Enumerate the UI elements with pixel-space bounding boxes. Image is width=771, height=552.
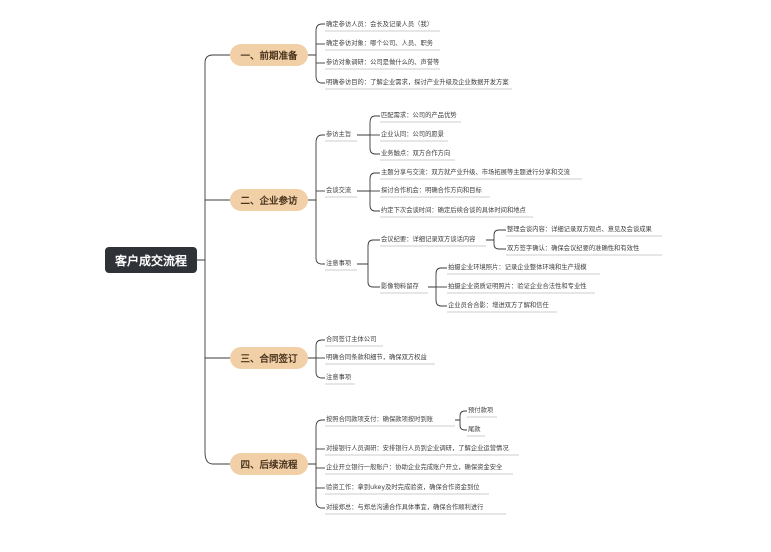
leaf-node[interactable]: 探讨合作机会：明确合作方向和目标 [381, 187, 482, 194]
leaf-node[interactable]: 拍摄企业资质证明照片：验证企业合法性和专业性 [448, 283, 587, 290]
leaf-node[interactable]: 尾款 [468, 426, 481, 433]
group-node[interactable]: 参访主旨 [326, 131, 352, 138]
leaf-node[interactable]: 企业员合合影：增进双方了解和信任 [448, 302, 549, 309]
leaf-node[interactable]: 确定参访对象：哪个公司、人员、职务 [326, 40, 434, 47]
root-node[interactable]: 客户成交流程 [105, 247, 197, 273]
leaf-node[interactable]: 明确合同条款和细节，确保双方权益 [326, 354, 427, 361]
leaf-node[interactable]: 明确参访目的：了解企业需求，探讨产业升级及企业数据开发方案 [326, 79, 509, 86]
group-node[interactable]: 会谈交流 [326, 187, 352, 194]
leaf-node[interactable]: 合同签订主体公司 [326, 336, 377, 343]
leaf-node[interactable]: 匹配需求：公司的产品优势 [381, 112, 457, 119]
leaf-node[interactable]: 拍摄企业环境照片：记录企业整体环境和生产规模 [448, 264, 587, 271]
leaf-node[interactable]: 对接郑总：与郑总沟通合作具体事宜，确保合作顺利进行 [326, 504, 484, 511]
leaf-node[interactable]: 业务触点：双方合作方向 [381, 150, 451, 157]
leaf-node[interactable]: 整理会谈内容：详细记录双方观点、意见及会谈成果 [507, 226, 652, 233]
leaf-node[interactable]: 对接银行人员调研：安排银行人员到企业调研，了解企业运营情况 [326, 445, 509, 452]
branch-preparation[interactable]: 一、前期准备 [230, 44, 308, 66]
subgroup-node[interactable]: 会议纪要：详细记录双方谈话内容 [381, 236, 476, 243]
branch-follow-up[interactable]: 四、后续流程 [230, 453, 308, 475]
leaf-node[interactable]: 预付款项 [468, 407, 494, 414]
leaf-node[interactable]: 主题分享与交流：双方就产业升级、市场拓展等主题进行分享和交流 [381, 169, 570, 176]
leaf-node[interactable]: 企业认同：公司的愿景 [381, 131, 444, 138]
leaf-node[interactable]: 双方签字确认：确保会议纪要的准确性和有效性 [507, 245, 640, 252]
leaf-node[interactable]: 企业开立银行一般账户：协助企业完成账户开立，确保资金安全 [326, 464, 503, 471]
leaf-node[interactable]: 验资工作：拿到ukey及时完成验资，确保合作资金到位 [326, 484, 480, 491]
leaf-node[interactable]: 确定参访人员：会长及记录人员（我） [326, 21, 434, 28]
leaf-node[interactable]: 注意事项 [326, 374, 352, 381]
subgroup-node[interactable]: 影像物料留存 [381, 283, 419, 290]
branch-contract-signing[interactable]: 三、合同签订 [230, 347, 308, 369]
leaf-node[interactable]: 约定下次会谈时间：确定后续合谈的具体时间和地点 [381, 207, 526, 214]
leaf-node[interactable]: 按照合同款项支付：确保款项按时到账 [326, 416, 434, 423]
branch-company-visit[interactable]: 二、企业参访 [230, 189, 308, 211]
leaf-node[interactable]: 参访对象调研：公司是做什么的、声誉等 [326, 59, 440, 66]
group-node[interactable]: 注意事项 [326, 260, 352, 267]
